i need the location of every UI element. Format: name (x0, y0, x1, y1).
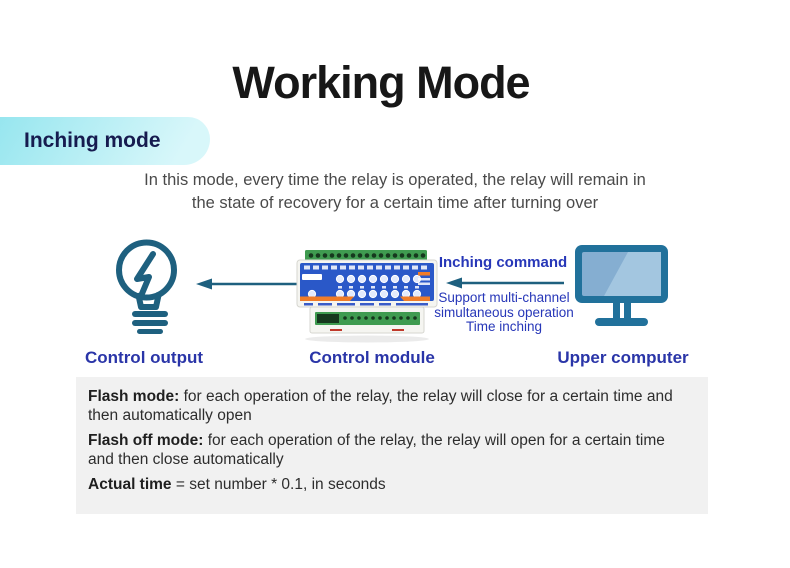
intro-line-2: the state of recovery for a certain time… (191, 194, 599, 212)
mode-banner: Inching mode (0, 117, 210, 165)
support-line-1: Support multi-channel (438, 290, 570, 305)
label-upper-computer: Upper computer (557, 348, 689, 367)
left-arrow-icon (446, 276, 564, 295)
mode-banner-label: Inching mode (24, 129, 161, 152)
left-arrow-icon (196, 277, 298, 296)
support-line-3: Time inching (465, 319, 543, 334)
note-flash-mode: Flash mode: for each operation of the re… (88, 388, 690, 425)
support-line-2: simultaneous operation (434, 304, 574, 320)
note-term: Flash mode: (88, 388, 180, 405)
lightbulb-bolt-icon (112, 238, 184, 339)
relay-module-image (292, 248, 442, 349)
note-desc: for each operation of the relay, the rel… (88, 432, 665, 468)
note-flash-off-mode: Flash off mode: for each operation of th… (88, 432, 690, 469)
intro-line-1: In this mode, every time the relay is op… (144, 171, 646, 189)
note-term: Actual time (88, 476, 172, 493)
monitor-icon (570, 240, 674, 337)
intro-text: In this mode, every time the relay is op… (0, 169, 790, 215)
note-desc: = set number * 0.1, in seconds (175, 476, 386, 493)
mode-notes-box: Flash mode: for each operation of the re… (76, 377, 708, 514)
page-title: Working Mode (232, 57, 530, 108)
support-annotation: Support multi-channel simultaneous opera… (428, 290, 580, 335)
note-actual-time: Actual time = set number * 0.1, in secon… (88, 476, 690, 495)
label-control-output: Control output (84, 348, 203, 367)
note-term: Flash off mode: (88, 432, 204, 449)
inching-command-label: Inching command (438, 254, 568, 271)
label-control-module: Control module (309, 348, 435, 367)
note-desc: for each operation of the relay, the rel… (88, 388, 673, 424)
